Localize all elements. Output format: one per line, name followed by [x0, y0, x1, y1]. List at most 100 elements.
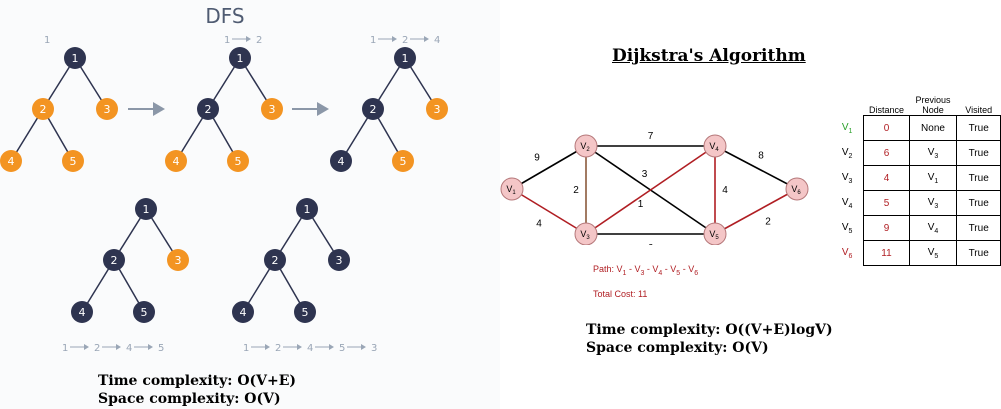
- dfs-order-arrow-head: [329, 344, 334, 350]
- table-header-visited: Visited: [965, 105, 993, 115]
- dfs-node-unvisited: [96, 98, 118, 120]
- dfs-node-visited: [296, 198, 318, 220]
- table-cell-distance: 9: [863, 215, 910, 241]
- dfs-node-unvisited: [392, 150, 414, 172]
- dfs-node-label: 3: [434, 103, 441, 116]
- graph-edge-path: [511, 188, 587, 235]
- dfs-node-visited: [328, 249, 350, 271]
- graph-node-label: V6: [791, 184, 801, 196]
- dfs-order-item: 3: [371, 343, 377, 354]
- dijkstra-table-header: Distance Previous Node Visited: [834, 91, 1001, 116]
- table-cell-distance: 11: [863, 240, 910, 266]
- dijkstra-time-complexity: Time complexity: O((V+E)logV): [586, 322, 833, 338]
- dfs-order-arrow-head: [265, 344, 270, 350]
- table-cell-previous: V3: [908, 140, 958, 166]
- table-cell-distance: 0: [863, 115, 910, 141]
- path-vertex: V4: [652, 264, 663, 277]
- dfs-order-item: 1: [243, 343, 249, 354]
- dfs-node-unvisited: [227, 150, 249, 172]
- dfs-order-item: 1: [224, 35, 230, 46]
- table-cell-visited: True: [956, 215, 1001, 241]
- dfs-node-label: 1: [402, 52, 409, 65]
- dfs-order-arrow-head: [297, 344, 302, 350]
- table-vertex-label: V5: [841, 221, 853, 235]
- dfs-time-complexity: Time complexity: O(V+E): [98, 373, 297, 389]
- dijkstra-path-text: Path: V1 - V3 - V4 - V5 - V6: [593, 264, 699, 277]
- dfs-transition-arrow-head: [317, 102, 329, 116]
- dfs-node-label: 4: [8, 155, 15, 168]
- table-cell-visited: True: [956, 240, 1001, 266]
- dfs-node-label: 1: [143, 203, 150, 216]
- dfs-node-visited: [133, 301, 155, 323]
- dfs-node-unvisited: [167, 249, 189, 271]
- graph-edge: [511, 145, 587, 190]
- table-cell-distance: 5: [863, 190, 910, 216]
- dfs-order-arrow-head: [361, 344, 366, 350]
- graph-node-label: V5: [709, 229, 719, 241]
- graph-node-v2: [574, 134, 598, 158]
- dfs-node-visited: [294, 301, 316, 323]
- table-cell-visited: True: [956, 140, 1001, 166]
- dfs-transition-arrow-head: [153, 102, 165, 116]
- graph-node-v1: [500, 177, 524, 201]
- dfs-order-item: 4: [434, 35, 440, 46]
- table-vertex-label: V6: [841, 246, 853, 260]
- dfs-node-unvisited: [426, 98, 448, 120]
- dfs-node-visited: [362, 98, 384, 120]
- edge-weight-label: 4: [722, 185, 728, 196]
- dfs-node-visited: [103, 249, 125, 271]
- dfs-node-unvisited: [62, 150, 84, 172]
- dfs-node-label: 3: [175, 254, 182, 267]
- table-cell-visited: True: [956, 165, 1001, 191]
- path-vertex: V6: [688, 264, 699, 277]
- dfs-node-label: 5: [235, 155, 242, 168]
- dfs-order-item: 4: [126, 343, 132, 354]
- dfs-node-unvisited: [261, 98, 283, 120]
- dfs-order-arrow-head: [148, 344, 153, 350]
- dfs-node-visited: [229, 47, 251, 69]
- dfs-node-visited: [394, 47, 416, 69]
- dfs-node-label: 1: [304, 203, 311, 216]
- dfs-order-item: 5: [158, 343, 164, 354]
- dfs-node-label: 3: [104, 103, 111, 116]
- graph-edge-path: [714, 188, 798, 235]
- dfs-node-label: 5: [400, 155, 407, 168]
- dfs-order-item: 2: [275, 343, 281, 354]
- graph-node-v3: [574, 222, 598, 245]
- dfs-node-label: 4: [79, 306, 86, 319]
- table-cell-visited: True: [956, 115, 1001, 141]
- edge-weight-label: 7: [648, 131, 654, 142]
- graph-node-v6: [785, 177, 809, 201]
- table-cell-previous: V3: [908, 190, 958, 216]
- dfs-node-label: 2: [111, 254, 118, 267]
- edge-weight-label: 6: [648, 243, 654, 245]
- dfs-order-item: 4: [307, 343, 313, 354]
- dfs-node-visited: [197, 98, 219, 120]
- dijkstra-graph: 9427316482V1V2V3V4V5V6: [500, 131, 809, 245]
- dfs-node-label: 5: [302, 306, 309, 319]
- graph-node-v4: [703, 134, 727, 158]
- table-vertex-label: V1: [841, 121, 853, 135]
- dfs-order-item: 2: [94, 343, 100, 354]
- edge-weight-label: 2: [765, 217, 771, 228]
- path-vertex: V3: [634, 264, 645, 277]
- dfs-order-item: 2: [402, 35, 408, 46]
- table-cell-previous: V1: [908, 165, 958, 191]
- dfs-order-item: 2: [256, 35, 262, 46]
- dijkstra-total-cost: Total Cost: 11: [593, 289, 648, 299]
- dfs-order-arrow-head: [392, 36, 397, 42]
- edge-weight-label: 8: [758, 151, 764, 162]
- path-prefix: Path:: [593, 264, 617, 274]
